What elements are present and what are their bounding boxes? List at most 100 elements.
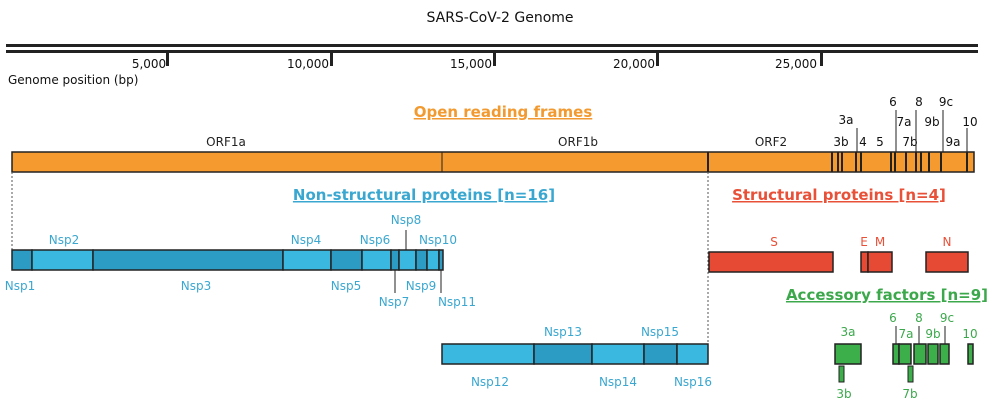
nsp-label: Nsp4 [291,233,321,247]
orf-label: 3a [839,113,854,127]
orf-label: 5 [876,135,884,149]
nsp-label: Nsp13 [544,325,582,339]
structural-s-bar [708,251,834,273]
orf-segment-line [940,152,942,172]
genome-axis-line-bottom [6,50,978,53]
accessory-label: 9c [940,311,954,325]
orf-segment-line [905,152,907,172]
nsp-label: Nsp12 [471,375,509,389]
orf-label: 4 [859,135,867,149]
nsp-label: Nsp6 [360,233,390,247]
orf-segment-line [894,152,896,172]
accessory-label: 9b [925,327,940,341]
axis-tick-label: 15,000 [450,57,492,71]
nsp15-segment [643,343,678,365]
axis-label: Genome position (bp) [8,73,138,87]
axis-tick-label: 25,000 [775,57,817,71]
accessory-6-bar [892,343,900,365]
accessory-label: 3a [841,325,856,339]
accessory-section-title: Accessory factors [n=9] [786,286,988,304]
orf-segment-line [890,152,892,172]
axis-tick-25000 [820,53,823,66]
structural-m-bar [867,251,893,273]
orf-label: 9b [924,115,939,129]
axis-tick-20000 [656,53,659,66]
structural-label: M [875,235,885,249]
nsp12-segment [441,343,535,365]
orf-segment-line [915,152,917,172]
accessory-3a-bar [834,343,862,365]
accessory-label: 10 [962,327,977,341]
nsp-section-title: Non-structural proteins [n=16] [293,186,555,204]
orf-label: ORF2 [755,135,787,149]
orf-label: 3b [833,135,848,149]
nsp-label: Nsp7 [379,295,409,309]
orf-divider [707,152,709,172]
nsp8-segment [398,249,417,271]
accessory-7a-bar [898,343,912,365]
nsp1b-bar [441,343,709,365]
nsp1-segment [11,249,33,271]
orf-label: 10 [962,115,977,129]
axis-tick-label: 10,000 [287,57,329,71]
accessory-9c-bar [939,343,950,365]
orf-label: ORF1a [206,135,246,149]
nsp-label: Nsp16 [674,375,712,389]
nsp-label: Nsp5 [331,279,361,293]
nsp-label: Nsp8 [391,213,421,227]
orf-segment-line [966,152,968,172]
nsp5-segment [330,249,363,271]
diagram-title: SARS-CoV-2 Genome [426,10,573,26]
nsp-label: Nsp3 [181,279,211,293]
accessory-label: 6 [889,311,897,325]
orf-right-segments [831,152,968,172]
orf-label: ORF1b [558,135,598,149]
nsp10-segment [426,249,440,271]
orf-label: 7b [902,135,917,149]
orf-section-title: Open reading frames [414,103,593,121]
orf-bar [11,151,975,173]
structural-label: E [860,235,868,249]
nsp2-segment [31,249,94,271]
orf-label: 8 [915,95,923,109]
accessory-label: 7a [899,327,914,341]
nsp1a-bar [11,249,444,271]
axis-tick-5000 [166,53,169,66]
orf-segment-line [831,152,833,172]
orf-segment-line [837,152,839,172]
accessory-label: 7b [902,387,917,401]
orf-segment-line [855,152,857,172]
accessory-9b-bar [927,343,939,365]
nsp-label: Nsp9 [406,279,436,293]
orf-label: 9c [939,95,953,109]
orf-segment-line [841,152,843,172]
axis-tick-label: 20,000 [613,57,655,71]
axis-tick-15000 [493,53,496,66]
nsp-label: Nsp10 [419,233,457,247]
orf-segment-line [860,152,862,172]
accessory-7b-bar [907,365,914,383]
nsp9-segment [415,249,428,271]
structural-section-title: Structural proteins [n=4] [732,186,946,204]
accessory-8-bar [913,343,927,365]
orf-label: 6 [889,95,897,109]
structural-label: N [943,235,952,249]
accessory-label: 8 [915,311,923,325]
accessory-3b-bar [838,365,845,383]
nsp14-segment [591,343,645,365]
nsp13-segment [533,343,593,365]
accessory-label: 3b [836,387,851,401]
nsp-label: Nsp15 [641,325,679,339]
nsp-label: Nsp11 [438,295,476,309]
nsp6-segment [361,249,392,271]
nsp4-segment [282,249,332,271]
nsp3-segment [92,249,284,271]
axis-tick-label: 5,000 [132,57,166,71]
orf-label: 7a [897,115,912,129]
nsp-label: Nsp14 [599,375,637,389]
structural-e-bar [860,251,869,273]
nsp-label: Nsp1 [5,279,35,293]
nsp-label: Nsp2 [49,233,79,247]
axis-tick-10000 [330,53,333,66]
